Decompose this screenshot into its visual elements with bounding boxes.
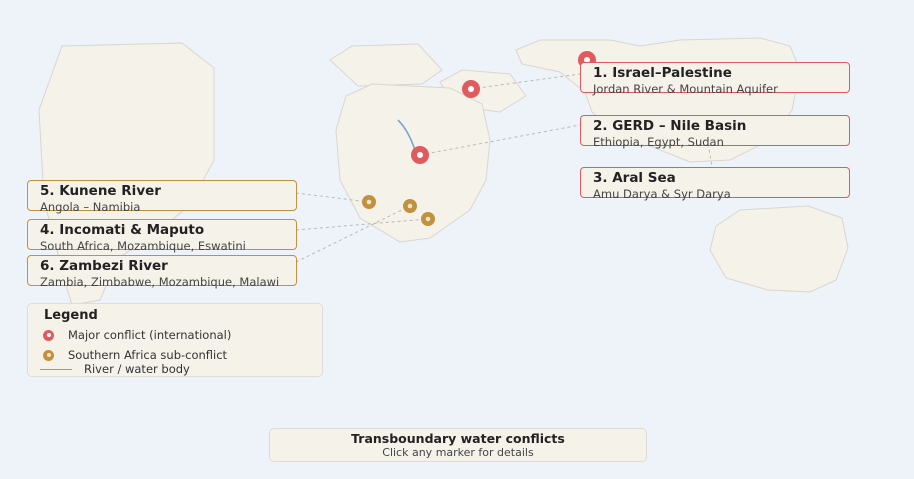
sub-marker-icon bbox=[43, 349, 54, 361]
callout-title: 5. Kunene River bbox=[40, 183, 161, 199]
landmass-europe bbox=[329, 43, 443, 87]
marker-gerd-nile[interactable] bbox=[411, 146, 429, 164]
legend-title: Legend bbox=[44, 308, 98, 323]
marker-zambezi[interactable] bbox=[403, 199, 417, 213]
callout-title: 2. GERD – Nile Basin bbox=[593, 118, 747, 134]
callout-incomati-maputo[interactable]: 4. Incomati & Maputo South Africa, Mozam… bbox=[27, 219, 297, 253]
landmass-australia bbox=[709, 205, 849, 293]
callout-kunene[interactable]: 5. Kunene River Angola – Namibia bbox=[27, 180, 297, 214]
callout-zambezi[interactable]: 6. Zambezi River Zambia, Zimbabwe, Mozam… bbox=[27, 255, 297, 289]
callout-title: 6. Zambezi River bbox=[40, 258, 168, 274]
info-title: Transboundary water conflicts bbox=[351, 431, 565, 446]
callout-aral-sea[interactable]: 3. Aral Sea Amu Darya & Syr Darya bbox=[580, 167, 850, 201]
major-marker-icon bbox=[43, 329, 54, 341]
callout-title: 3. Aral Sea bbox=[593, 170, 676, 186]
legend-panel: Legend Major conflict (international) So… bbox=[27, 303, 323, 377]
leader-line-1 bbox=[470, 73, 581, 90]
info-hint: Click any marker for details bbox=[382, 446, 534, 459]
legend-item-major: Major conflict (international) bbox=[40, 328, 231, 342]
marker-incomati-maputo[interactable] bbox=[421, 212, 435, 226]
callout-title: 4. Incomati & Maputo bbox=[40, 222, 205, 238]
callout-detail: Jordan River & Mountain Aquifer bbox=[593, 82, 778, 96]
leader-line-5 bbox=[295, 192, 370, 203]
legend-item-river: River / water body bbox=[40, 362, 190, 376]
callout-gerd-nile[interactable]: 2. GERD – Nile Basin Ethiopia, Egypt, Su… bbox=[580, 115, 850, 149]
river-line-icon bbox=[40, 368, 72, 370]
leader-line-4 bbox=[295, 218, 429, 231]
callout-detail: Ethiopia, Egypt, Sudan bbox=[593, 135, 724, 149]
callout-detail: Angola – Namibia bbox=[40, 200, 141, 214]
legend-item-sub: Southern Africa sub-conflict bbox=[40, 348, 227, 362]
callout-detail: Amu Darya & Syr Darya bbox=[593, 187, 731, 201]
legend-label: Southern Africa sub-conflict bbox=[68, 348, 228, 362]
marker-israel-palestine[interactable] bbox=[462, 80, 480, 98]
legend-label: River / water body bbox=[84, 362, 190, 376]
info-box: Transboundary water conflicts Click any … bbox=[269, 428, 647, 462]
callout-detail: South Africa, Mozambique, Eswatini bbox=[40, 239, 246, 253]
callout-title: 1. Israel–Palestine bbox=[593, 65, 732, 81]
callout-detail: Zambia, Zimbabwe, Mozambique, Malawi bbox=[40, 275, 280, 289]
landmass-africa bbox=[335, 83, 491, 243]
callout-israel-palestine[interactable]: 1. Israel–Palestine Jordan River & Mount… bbox=[580, 62, 850, 96]
legend-label: Major conflict (international) bbox=[68, 328, 232, 342]
marker-kunene[interactable] bbox=[362, 195, 376, 209]
